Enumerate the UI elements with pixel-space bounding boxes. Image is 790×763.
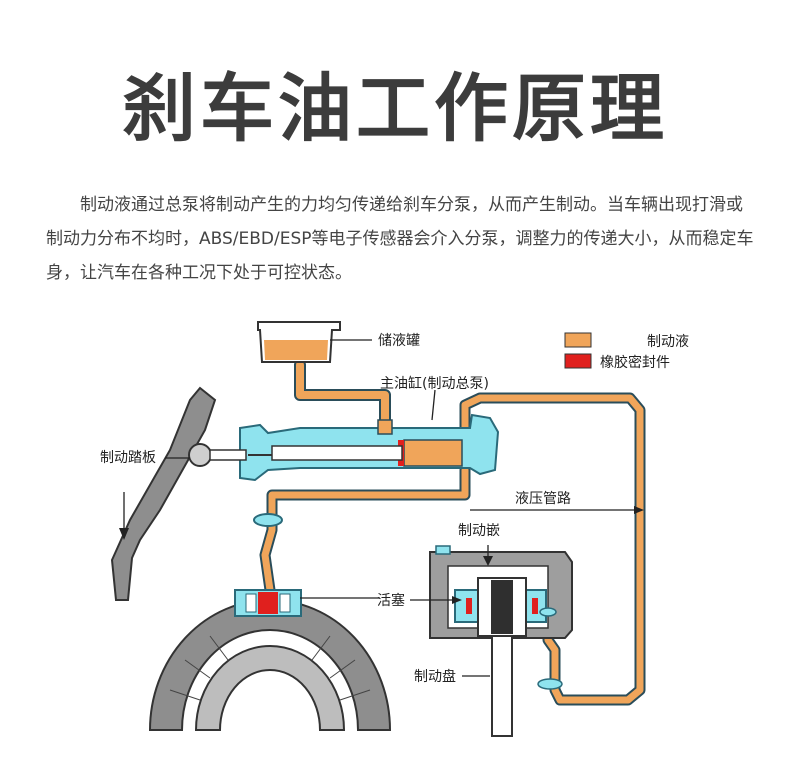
- legend-label-brake-fluid: 制动液: [647, 334, 689, 350]
- label-disc: 制动盘: [414, 668, 456, 685]
- leader-lines: [123, 389, 640, 677]
- brake-system-diagram: 制动液 橡胶密封件: [100, 321, 689, 737]
- arrowheads: [119, 506, 644, 604]
- legend-swatch-brake-fluid: [564, 332, 592, 348]
- legend: 制动液 橡胶密封件: [564, 332, 689, 371]
- label-reservoir: 储液罐: [378, 333, 420, 349]
- intro-paragraph: 制动液通过总泵将制动产生的力均匀传递给刹车分泵，从而产生制动。当车辆出现打滑或制…: [46, 195, 754, 283]
- drum-brake: [148, 599, 392, 731]
- label-piston: 活塞: [377, 592, 405, 609]
- legend-label-rubber-seal: 橡胶密封件: [600, 354, 670, 371]
- drum-outer: [148, 599, 392, 731]
- label-pedal: 制动踏板: [100, 450, 156, 466]
- page-title: 刹车油工作原理: [122, 66, 668, 152]
- hydraulic-lines: [259, 359, 646, 706]
- label-hydraulic-line: 液压管路: [515, 491, 571, 507]
- brake-pedal: [110, 386, 272, 601]
- label-master-cylinder: 主油缸(制动总泵): [380, 375, 489, 392]
- label-caliper: 制动嵌: [458, 523, 500, 539]
- caliper: [429, 545, 573, 737]
- brake-shoe: [194, 645, 346, 731]
- master-cylinder: [239, 413, 500, 482]
- legend-swatch-rubber-seal: [564, 353, 592, 369]
- wheel-cylinder: [234, 513, 302, 617]
- reservoir: [257, 321, 372, 363]
